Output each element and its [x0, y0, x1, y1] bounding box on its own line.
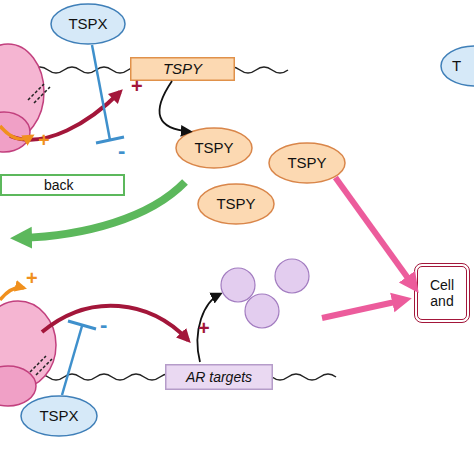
dash-mark	[28, 84, 44, 100]
outline-shape	[51, 4, 125, 44]
sign-label: -	[118, 140, 125, 162]
node-text: TSPY	[163, 60, 202, 77]
outline-shape	[131, 58, 235, 81]
inhibition-line	[62, 326, 82, 395]
protein-ellipse: TSPY	[175, 127, 253, 169]
effect-arrow	[322, 300, 404, 318]
node-text: TSPX	[68, 15, 107, 32]
sign-label: +	[26, 268, 38, 288]
product-circle	[221, 268, 255, 302]
outline-shape	[441, 46, 474, 86]
node-text: back	[44, 177, 74, 193]
outline-shape	[166, 365, 273, 390]
coactivator-arrow	[0, 126, 32, 139]
transcription-arrow	[197, 294, 220, 362]
protein-ellipse: TSPY	[268, 142, 346, 184]
feedback-box: back	[0, 174, 125, 196]
connector-arrow	[335, 177, 414, 286]
inhibition-bar	[68, 321, 96, 329]
coactivator-arrow	[0, 288, 24, 301]
node-text: TSPY	[287, 154, 326, 171]
outline-shape	[21, 396, 97, 436]
dash-mark	[36, 359, 52, 375]
dash-mark	[34, 87, 50, 103]
protein-ellipse: T	[440, 45, 474, 87]
protein-ellipse: TSPX	[50, 3, 126, 45]
outline-shape	[198, 184, 274, 224]
node-text: T	[452, 57, 461, 74]
dash-mark	[30, 356, 46, 372]
protein-ellipse: TSPX	[20, 395, 98, 437]
sign-label: +	[198, 318, 210, 338]
outline-shape	[176, 128, 252, 168]
product-circle	[245, 294, 279, 328]
protein-ellipse: TSPY	[197, 183, 275, 225]
node-text: Cell and	[422, 277, 462, 309]
node-text: AR targets	[186, 369, 252, 385]
sign-label: +	[38, 130, 50, 150]
node-text: TSPY	[194, 139, 233, 156]
gene-box: TSPY	[130, 57, 235, 81]
product-circle	[275, 259, 309, 293]
sign-label: +	[131, 76, 143, 96]
connector-arrow	[159, 81, 189, 132]
outline-shape	[269, 143, 345, 183]
node-text: TSPX	[39, 407, 78, 424]
gene-box: AR targets	[165, 364, 273, 390]
inhibition-line	[92, 45, 110, 140]
outcome-box: Cell and	[414, 263, 470, 323]
sign-label: -	[100, 314, 107, 336]
node-text: TSPY	[216, 195, 255, 212]
activation-arrow	[42, 306, 188, 340]
